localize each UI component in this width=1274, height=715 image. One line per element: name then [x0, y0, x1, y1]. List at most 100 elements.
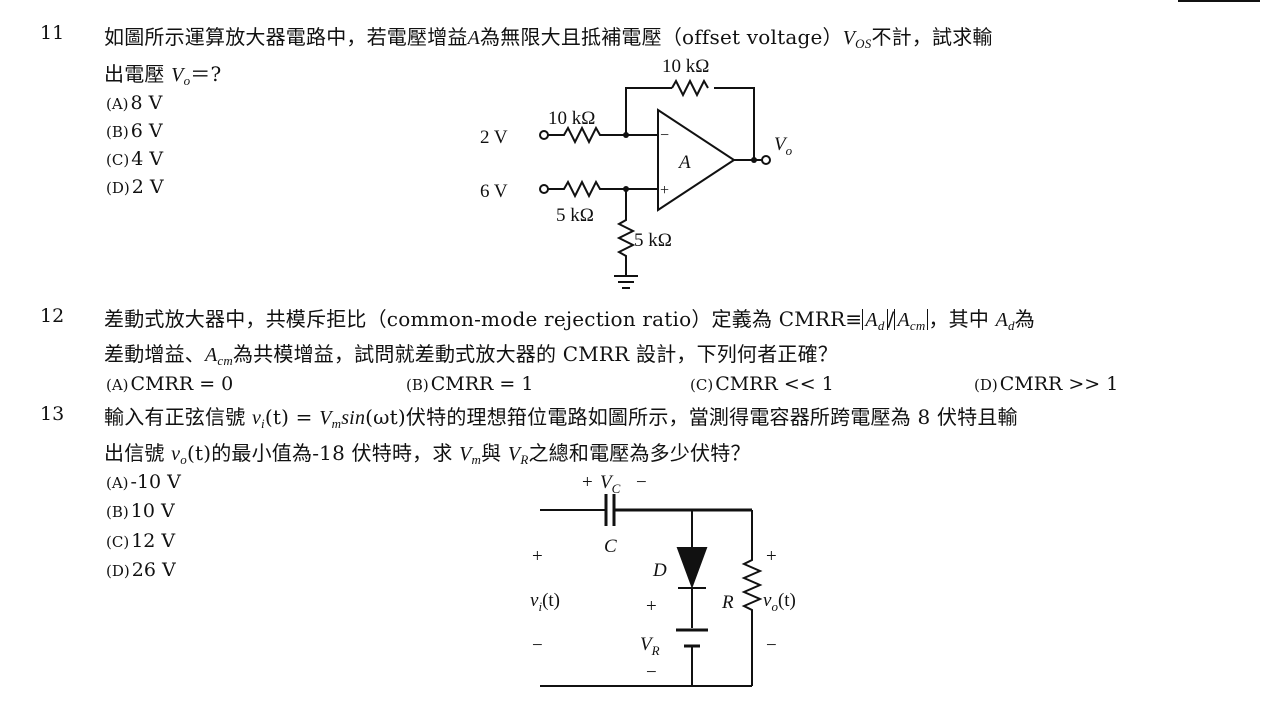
q13-var-vr: V: [507, 443, 521, 465]
option-label: (D): [106, 179, 130, 197]
vin1-label: 2 V: [480, 127, 508, 148]
feedback-resistor: [671, 78, 709, 98]
option-value: -10 V: [130, 471, 181, 493]
option-value: CMRR << 1: [715, 373, 834, 395]
vc-plus: +: [582, 472, 593, 493]
ground-symbol: [614, 275, 638, 289]
vout-minus: −: [766, 635, 777, 656]
option-label: (C): [106, 151, 130, 169]
vout-label: vo(t): [763, 590, 796, 614]
q11-var-vos-sub: OS: [855, 36, 872, 51]
q13-text: 輸入有正弦信號: [104, 405, 246, 429]
option-value: 10 V: [130, 500, 175, 522]
option-label: (A): [106, 376, 129, 394]
q13-option-c[interactable]: (C)12 V: [106, 530, 175, 552]
option-value: 8 V: [130, 92, 163, 114]
header-rule: [1178, 0, 1260, 2]
q12-option-a[interactable]: (A)CMRR = 0: [106, 373, 233, 395]
q13-var-vm: V: [459, 443, 472, 465]
question-13-number: 13: [40, 403, 65, 425]
q11-text: 為無限大且抵補電壓（offset voltage）: [480, 25, 843, 49]
option-label: (D): [106, 562, 130, 580]
opamp-triangle: [657, 108, 736, 212]
q12-var-acm-sub: cm: [217, 353, 233, 368]
diode-label: D: [652, 560, 667, 581]
option-value: CMRR = 0: [130, 373, 234, 395]
q12-option-c[interactable]: (C)CMRR << 1: [690, 373, 834, 395]
inverting-sign: −: [660, 127, 669, 144]
q11-option-d[interactable]: (D)2 V: [106, 176, 164, 198]
input-resistor-2: [548, 179, 658, 199]
question-12-line-2: 差動增益、Acm為共模增益，試問就差動式放大器的 CMRR 設計，下列何者正確？: [104, 338, 838, 367]
option-value: 2 V: [131, 176, 164, 198]
resistor-label: R: [721, 592, 734, 613]
option-value: CMRR = 1: [430, 373, 534, 395]
q12-text: 為共模增益，試問就差動式放大器的 CMRR 設計，下列何者正確？: [232, 342, 838, 366]
diode-bar: [678, 587, 706, 628]
q13-text: (t) =: [264, 405, 320, 429]
q11-text: 如圖所示運算放大器電路中，若電壓增益: [104, 25, 468, 49]
q12-text: 差動式放大器中，共模斥拒比（common-mode rejection rati…: [104, 307, 846, 331]
feedback-wire: [625, 87, 672, 135]
q11-option-b[interactable]: (B)6 V: [106, 120, 163, 142]
r3-label: 5 kΩ: [634, 230, 672, 251]
q13-text: 出信號: [104, 441, 165, 465]
q11-opamp-circuit: 10 kΩ 10 kΩ 2 V 6 V 5 kΩ 5 kΩ − + A Vo: [480, 56, 793, 289]
vr-plus: +: [646, 596, 657, 617]
output-terminal: [761, 155, 771, 165]
q11-text: 不計，試求輸: [871, 25, 993, 49]
q13-var-vi-sub: i: [261, 416, 265, 431]
junction-dot: [751, 157, 757, 163]
q11-var-vo: V: [171, 64, 184, 86]
q11-option-a[interactable]: (A)8 V: [106, 92, 162, 114]
noninverting-sign: +: [660, 182, 669, 199]
q13-var-vi: v: [251, 407, 262, 429]
q13-var-vo-sub: o: [180, 452, 187, 467]
q13-option-b[interactable]: (B)10 V: [106, 500, 175, 522]
q12-text: 為: [1014, 307, 1035, 331]
q11-var-a: A: [467, 27, 481, 49]
rf-label: 10 kΩ: [662, 56, 709, 77]
q12-var-ad: A: [995, 309, 1009, 331]
q13-var-vm-sub: m: [331, 416, 342, 431]
vout-plus: +: [766, 546, 777, 567]
q13-text: (ωt): [365, 405, 406, 429]
q13-option-a[interactable]: (A)-10 V: [106, 471, 181, 493]
q13-option-d[interactable]: (D)26 V: [106, 559, 176, 581]
option-value: CMRR >> 1: [999, 373, 1119, 395]
q11-var-vo-sub: o: [183, 73, 191, 88]
r1-label: 10 kΩ: [548, 108, 595, 129]
capacitor-label: C: [604, 536, 617, 557]
q11-option-c[interactable]: (C)4 V: [106, 148, 163, 170]
option-value: 6 V: [130, 120, 163, 142]
q13-var-vr-sub: R: [520, 452, 529, 467]
abs-acm: Acm: [894, 309, 929, 332]
q12-text: 差動增益、: [104, 342, 205, 366]
capacitor: [604, 494, 616, 526]
option-value: 4 V: [131, 148, 164, 170]
slash: /: [887, 307, 895, 331]
q12-option-d[interactable]: (D)CMRR >> 1: [974, 373, 1118, 395]
shunt-resistor: [616, 189, 636, 275]
q13-var-vo: v: [171, 443, 181, 465]
option-label: (B): [406, 376, 429, 394]
junction-dot: [623, 132, 629, 138]
q12-var-ad-sub: d: [1008, 318, 1015, 333]
diode: [676, 547, 708, 589]
vc-minus: −: [636, 472, 647, 493]
vin-label: vi(t): [530, 590, 560, 614]
vin-plus: +: [532, 546, 543, 567]
question-11-line-1: 如圖所示運算放大器電路中，若電壓增益A為無限大且抵補電壓（offset volt…: [104, 21, 993, 50]
vr-minus: −: [646, 662, 657, 683]
q13-text: 之總和電壓為多少伏特？: [528, 441, 751, 465]
q12-option-b[interactable]: (B)CMRR = 1: [406, 373, 533, 395]
question-13-line-2: 出信號 vo(t)的最小值為-18 伏特時，求 Vm與 VR之總和電壓為多少伏特…: [104, 437, 751, 466]
amp-label: A: [677, 152, 691, 173]
vin2-label: 6 V: [480, 181, 508, 202]
question-11-number: 11: [40, 22, 65, 44]
q11-text: ＝?: [190, 62, 222, 86]
option-value: 12 V: [131, 530, 176, 552]
r2-label: 5 kΩ: [556, 205, 594, 226]
q13-sin: sin: [341, 407, 366, 429]
